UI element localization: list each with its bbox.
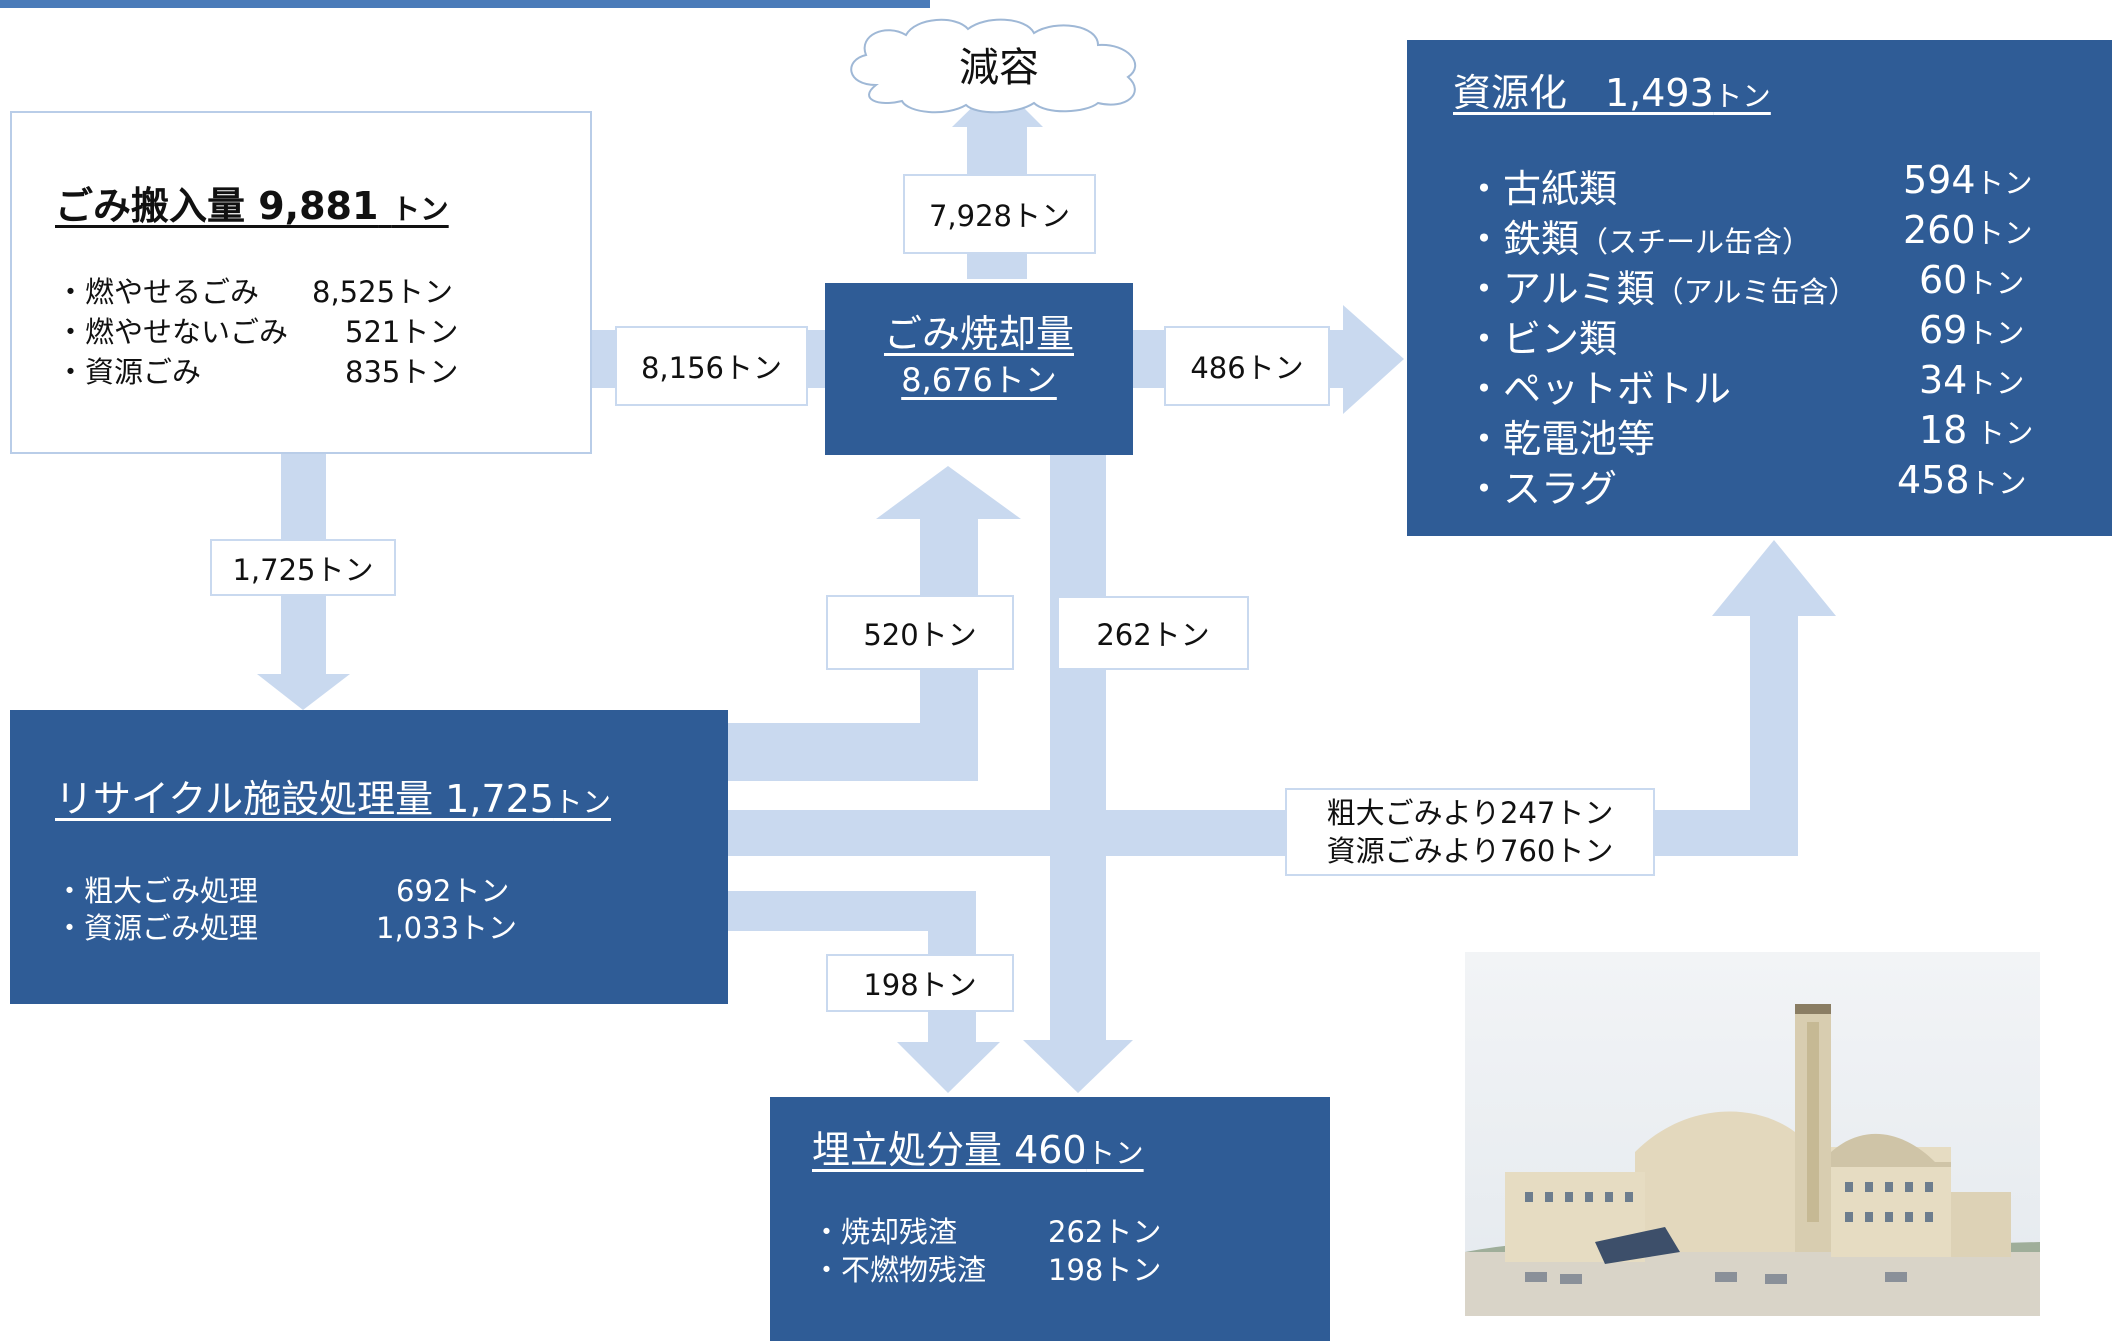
resource-value-aluminum: 60トン	[1919, 258, 2025, 302]
cloud-label: 減容	[959, 45, 1039, 91]
facility-photo	[1465, 952, 2040, 1316]
arrow-recycle-to-incineration-head	[876, 466, 1021, 519]
cloud-shape: 減容	[850, 18, 1136, 114]
resource-value-paper: 594トン	[1903, 158, 2033, 202]
landfill-item-ash: ・焼却残渣	[812, 1215, 958, 1249]
top-accent-bar	[0, 0, 930, 8]
flow-label-recycle-to-landfill: 198トン	[826, 954, 1014, 1012]
recycle-value-resource: 1,033トン	[376, 911, 518, 945]
flow-label-recycle-to-incineration: 520トン	[826, 595, 1014, 670]
recycle-value-bulky: 692トン	[396, 874, 510, 908]
input-item-resource: ・資源ごみ	[56, 355, 202, 389]
resource-item-bottles: ・ビン類	[1465, 317, 1618, 361]
resource-value-iron: 260トン	[1903, 208, 2033, 252]
flow-label-incineration-to-landfill: 262トン	[1057, 596, 1249, 670]
facility-building-illustration	[1465, 952, 2040, 1316]
input-title: ごみ搬入量 9,881 トン	[55, 184, 449, 228]
recycle-item-resource: ・資源ごみ処理	[55, 911, 259, 945]
arrow-incineration-to-landfill-shaft	[1050, 455, 1106, 1040]
resource-item-slag: ・スラグ	[1465, 467, 1618, 511]
flow-label-input-to-recycle: 1,725トン	[210, 539, 396, 596]
resource-value-pet: 34トン	[1919, 358, 2025, 402]
recycle-box: リサイクル施設処理量 1,725トン ・粗大ごみ処理 692トン ・資源ごみ処理…	[10, 710, 728, 1004]
input-item-burnable: ・燃やせるごみ	[56, 275, 260, 309]
flow-label-bulky-line: 粗大ごみより247トン	[1326, 796, 1614, 830]
resource-title: 資源化 1,493トン	[1453, 71, 1771, 115]
flow-label-recycle-to-resource: 粗大ごみより247トン 資源ごみより760トン	[1285, 788, 1655, 876]
resource-value-slag: 458トン	[1897, 458, 2027, 502]
landfill-title: 埋立処分量 460トン	[812, 1128, 1144, 1172]
resource-item-batteries: ・乾電池等	[1465, 417, 1656, 461]
flow-label-resource-line: 資源ごみより760トン	[1326, 834, 1614, 868]
landfill-value-noncombustible: 198トン	[1048, 1253, 1162, 1287]
arrow-recycle-to-resource-v	[1750, 616, 1798, 856]
recycle-item-bulky: ・粗大ごみ処理	[55, 874, 259, 908]
resource-value-bottles: 69トン	[1919, 308, 2025, 352]
resource-box: 資源化 1,493トン ・古紙類 594トン ・鉄類（スチール缶含） 260トン…	[1407, 40, 2112, 536]
resource-item-iron: ・鉄類（スチール缶含）	[1465, 217, 1812, 261]
resource-item-paper: ・古紙類	[1465, 167, 1618, 211]
flow-label-incineration-to-resource: 486トン	[1164, 326, 1330, 406]
incineration-value: 8,676トン	[901, 361, 1057, 399]
incineration-title: ごみ焼却量	[883, 312, 1074, 356]
landfill-item-noncombustible: ・不燃物残渣	[812, 1253, 987, 1287]
resource-item-pet: ・ペットボトル	[1465, 367, 1732, 411]
input-item-nonburnable: ・燃やせないごみ	[56, 315, 289, 349]
resource-item-aluminum: ・アルミ類（アルミ缶含）	[1465, 267, 1858, 311]
recycle-title: リサイクル施設処理量 1,725トン	[55, 777, 611, 821]
resource-value-batteries: 18 トン	[1919, 408, 2034, 452]
incineration-box: ごみ焼却量 8,676トン	[825, 283, 1133, 455]
arrow-input-to-recycle-head	[257, 674, 350, 710]
flow-label-to-cloud: 7,928トン	[903, 174, 1096, 254]
landfill-value-ash: 262トン	[1048, 1215, 1162, 1249]
landfill-box: 埋立処分量 460トン ・焼却残渣 262トン ・不燃物残渣 198トン	[770, 1097, 1330, 1341]
arrow-recycle-to-resource-head	[1712, 540, 1836, 616]
flow-label-input-to-incineration: 8,156トン	[615, 326, 808, 406]
input-value-nonburnable: 521トン	[345, 315, 459, 349]
arrow-incineration-to-landfill-head	[1023, 1040, 1133, 1093]
arrow-incineration-to-resource-head	[1343, 305, 1404, 414]
arrow-recycle-to-landfill-head	[897, 1042, 1000, 1093]
input-box: ごみ搬入量 9,881 トン ・燃やせるごみ 8,525トン ・燃やせないごみ …	[10, 111, 592, 454]
input-value-burnable: 8,525トン	[312, 275, 454, 309]
input-value-resource: 835トン	[345, 355, 459, 389]
